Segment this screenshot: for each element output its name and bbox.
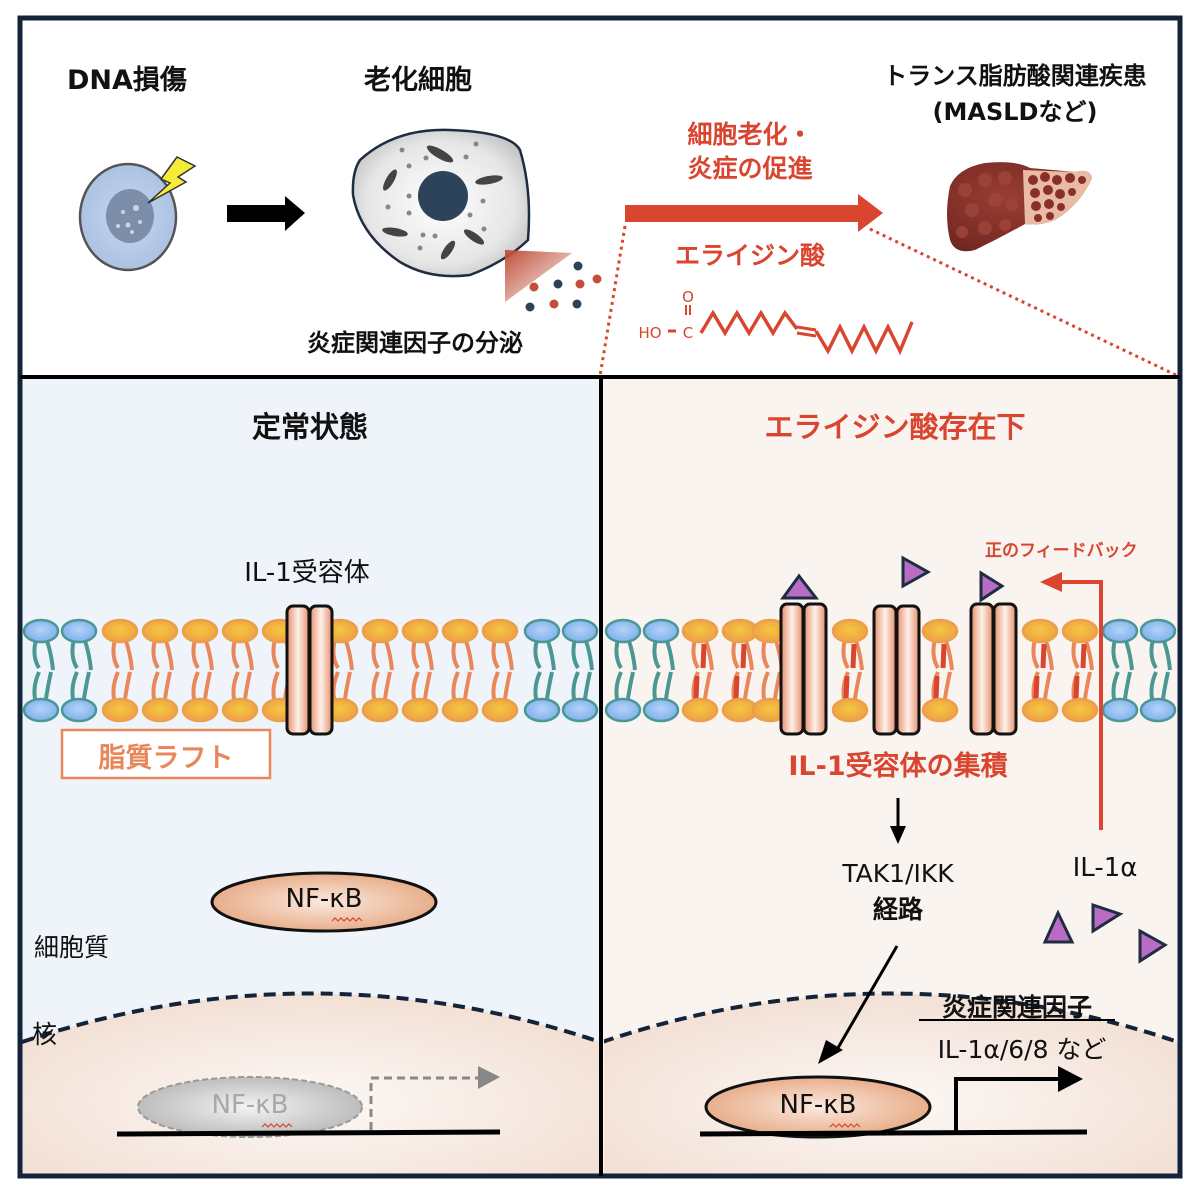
normal-lipid [561, 618, 599, 723]
raft-lipid-elaidic [1061, 618, 1099, 723]
disease-label-line2: (MASLDなど) [932, 98, 1098, 126]
zoom-guide-right [869, 227, 1179, 378]
zoom-guide-left [598, 225, 627, 377]
raft-lipid [221, 618, 259, 723]
feedback-arrow [1040, 572, 1103, 830]
transcription-arrow [954, 1066, 1083, 1132]
nfkb-cytoplasm-label: NF-κB [285, 884, 363, 914]
inactive-transcription-arrow [369, 1066, 500, 1130]
raft-lipid [481, 618, 519, 723]
disease-label: トランス脂肪酸関連疾患 (MASLDなど) [883, 58, 1147, 130]
elaidic-acid-structure [668, 305, 914, 356]
elaidic-acid-label: エライジン酸 [674, 241, 826, 270]
raft-lipid [441, 618, 479, 723]
raft-lipid-elaidic [681, 618, 719, 723]
normal-lipid [642, 618, 680, 723]
factors-list: IL-1α/6/8 など [937, 1035, 1107, 1064]
down-arrow-icon [890, 798, 906, 844]
normal-lipid [1101, 618, 1139, 723]
secretion-label: 炎症関連因子の分泌 [307, 329, 523, 357]
raft-lipid [101, 618, 139, 723]
dna-strand-right [699, 1129, 1088, 1137]
nfkb-inactive-label: NF-κB [211, 1090, 289, 1120]
dna-strand-left [116, 1129, 501, 1137]
lipid-bilayer-right [604, 618, 1177, 723]
liver-icon [947, 162, 1092, 252]
right-panel-title: エライジン酸存在下 [764, 410, 1026, 444]
normal-lipid [604, 618, 642, 723]
il1a-ligand-icon [1042, 909, 1075, 944]
pathway-to-nfkb-arrow [818, 945, 899, 1064]
raft-lipid [361, 618, 399, 723]
secretion-cone [505, 250, 572, 302]
normal-lipid [523, 618, 561, 723]
il1a-ligand-icon [780, 573, 820, 600]
spellcheck-squiggle [261, 1123, 293, 1128]
dna-damage-label: DNA損傷 [67, 65, 187, 96]
receptor-label: IL-1受容体 [244, 558, 370, 588]
clustering-label: IL-1受容体の集積 [788, 751, 1008, 782]
feedback-label: 正のフィードバック [985, 541, 1138, 561]
disease-label-line1: トランス脂肪酸関連疾患 [883, 62, 1147, 90]
right-arrow-icon [227, 196, 305, 231]
spellcheck-squiggle [331, 917, 363, 922]
factors-title: 炎症関連因子 [941, 993, 1093, 1022]
pathway-line2: 経路 [872, 895, 924, 924]
nfkb-nuclear-label: NF-κB [779, 1090, 857, 1120]
chem-oxygen: O [682, 288, 694, 306]
nfkb-nuclear [704, 1075, 932, 1139]
senescent-cell-icon [351, 128, 531, 278]
il1a-ligand-icon [1138, 928, 1168, 964]
il1a-ligand-icon [901, 555, 932, 589]
secreted-factors-dots [525, 261, 602, 312]
nuclear-envelope-right [604, 991, 1178, 1044]
lightning-bolt-icon [147, 156, 197, 204]
senescent-cell-label: 老化細胞 [364, 65, 472, 96]
nucleus-label: 核 [32, 1020, 58, 1049]
normal-lipid [22, 618, 60, 723]
cytoplasm-label: 細胞質 [34, 933, 110, 962]
nfkb-inactive [137, 1076, 363, 1138]
left-panel-title: 定常状態 [251, 410, 369, 444]
lipid-bilayer-left [22, 618, 599, 723]
raft-lipid-elaidic [721, 618, 759, 723]
nfkb-cytoplasm [210, 871, 438, 933]
promotion-arrow [625, 194, 883, 232]
il1-receptor-icon [285, 604, 334, 736]
raft-lipid [141, 618, 179, 723]
raft-lipid [401, 618, 439, 723]
promotion-label-line2: 炎症の促進 [687, 154, 813, 183]
raft-lipid [181, 618, 219, 723]
pathway-label: TAK1/IKK 経路 [842, 856, 953, 928]
raft-lipid-elaidic [831, 618, 869, 723]
dna-damaged-cell-icon [78, 162, 178, 272]
spellcheck-squiggle [829, 1123, 861, 1128]
pathway-line1: TAK1/IKK [842, 859, 954, 888]
chem-carbon: C [683, 324, 693, 342]
il1a-ligand-icon [1091, 902, 1124, 934]
promotion-label-line1: 細胞老化・ [687, 120, 813, 149]
lipid-raft-label: 脂質ラフト [98, 743, 234, 774]
il1a-label: IL-1α [1072, 853, 1138, 883]
il1-receptor-cluster [779, 602, 1018, 736]
chem-ho: HO [638, 324, 661, 342]
il1a-ligand-icon [979, 570, 1005, 603]
normal-lipid [60, 618, 98, 723]
il1a-ligands [780, 555, 1168, 964]
promotion-label: 細胞老化・ 炎症の促進 [687, 118, 812, 186]
raft-lipid-elaidic [921, 618, 959, 723]
nuclear-envelope-left [22, 991, 600, 1044]
raft-lipid-elaidic [1021, 618, 1059, 723]
lipid-raft-box [60, 728, 272, 780]
normal-lipid [1139, 618, 1177, 723]
